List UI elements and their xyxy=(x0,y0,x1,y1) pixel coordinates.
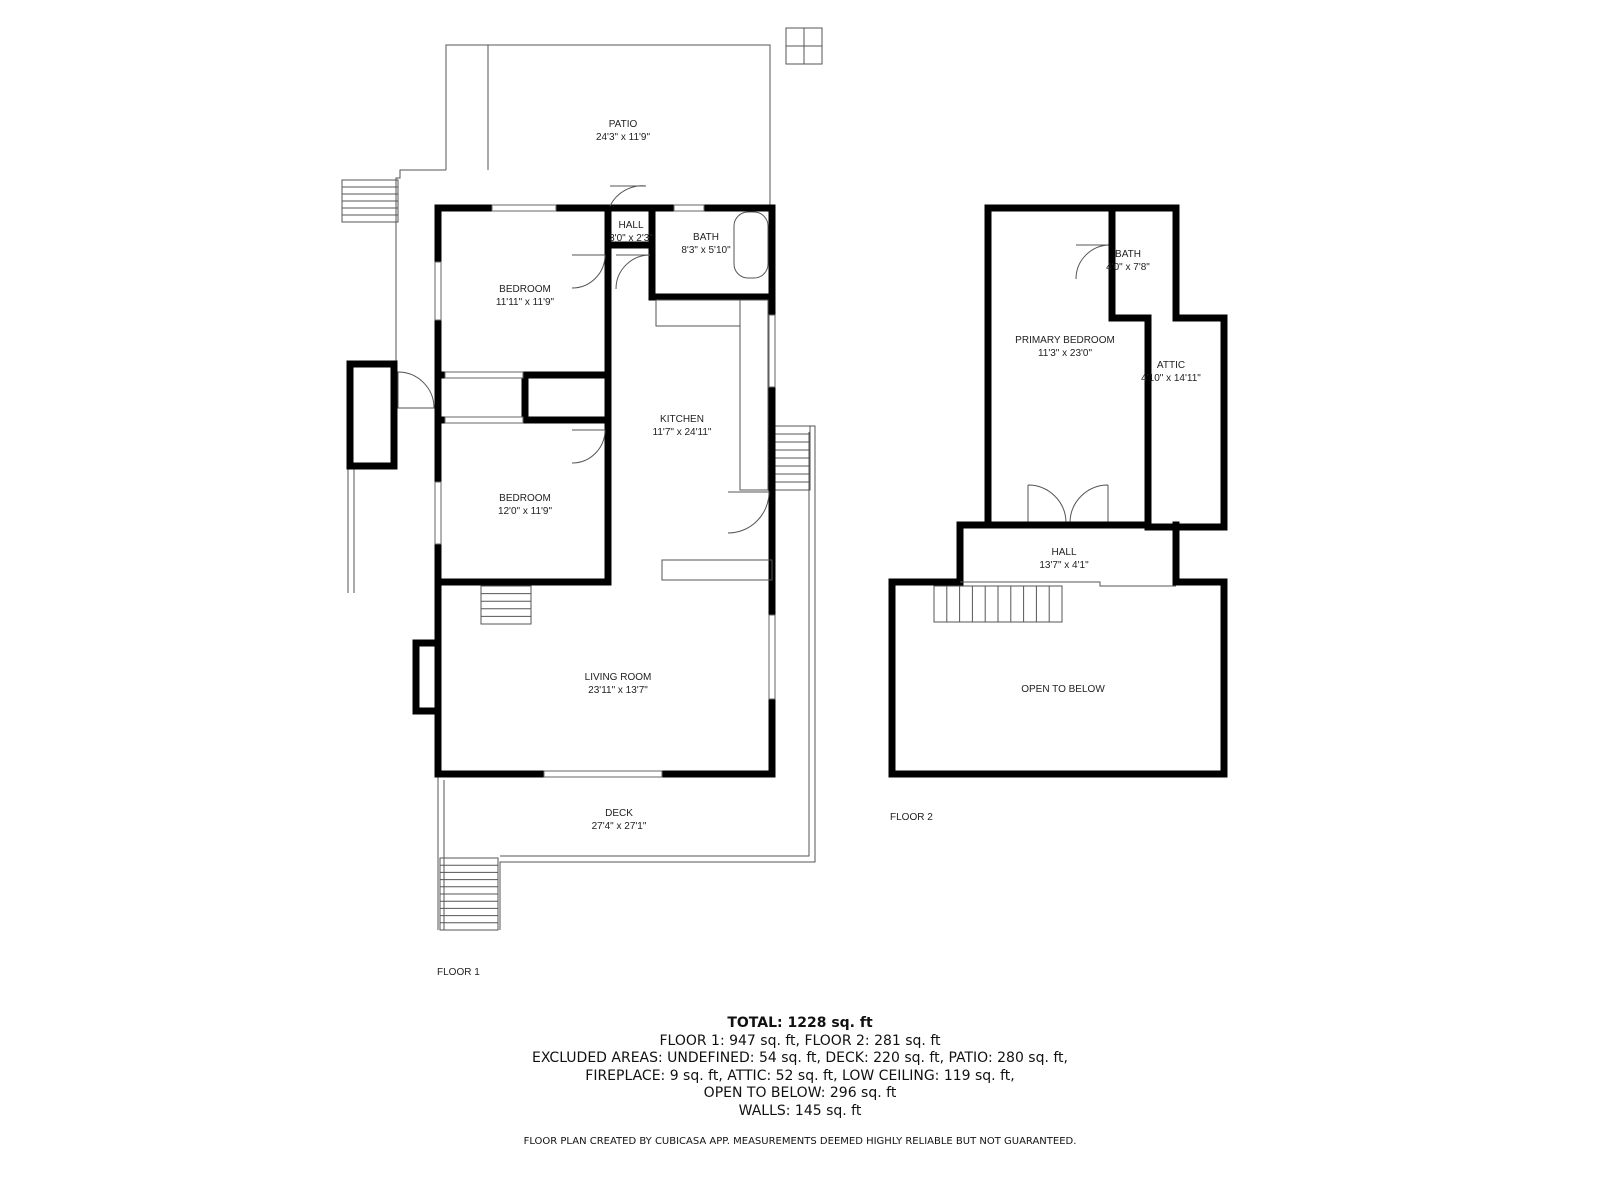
floor2-labels: BATH 4'0" x 7'8" PRIMARY BEDROOM 11'3" x… xyxy=(890,249,1201,823)
disclaimer: FLOOR PLAN CREATED BY CUBICASA APP. MEAS… xyxy=(523,1136,1077,1147)
summary-line: OPEN TO BELOW: 296 sq. ft xyxy=(703,1085,897,1101)
room-name: BEDROOM xyxy=(499,493,551,504)
room-dims: 23'11" x 13'7" xyxy=(588,685,648,696)
room-dims: 12'0" x 11'9" xyxy=(498,506,553,517)
room-name: BATH xyxy=(693,232,719,243)
room-name: ATTIC xyxy=(1157,360,1185,371)
floor-label: FLOOR 1 xyxy=(437,967,480,978)
summary-line: EXCLUDED AREAS: UNDEFINED: 54 sq. ft, DE… xyxy=(532,1050,1068,1066)
total-area: TOTAL: 1228 sq. ft xyxy=(727,1015,873,1031)
floor1-outdoor-outlines xyxy=(347,27,823,930)
fireplace xyxy=(412,639,442,715)
floor-label: FLOOR 2 xyxy=(890,812,933,823)
room-dims: 24'3" x 11'9" xyxy=(596,132,651,143)
room-name: LIVING ROOM xyxy=(585,672,652,683)
floor2-walls xyxy=(888,204,1228,778)
room-name: BATH xyxy=(1115,249,1141,260)
exterior-closet xyxy=(346,360,398,470)
room-name: PRIMARY BEDROOM xyxy=(1015,335,1115,346)
room-dims: 13'7" x 4'1" xyxy=(1039,560,1089,571)
room-dims: 4'10" x 14'11" xyxy=(1141,373,1201,384)
floor1-labels: PATIO 24'3" x 11'9" HALL 3'0" x 2'3" BAT… xyxy=(437,119,731,978)
room-dims: 11'3" x 23'0" xyxy=(1038,348,1093,359)
kitchen-counter xyxy=(739,299,769,491)
door-swings xyxy=(397,185,1111,581)
room-name: OPEN TO BELOW xyxy=(1021,684,1105,695)
room-name: KITCHEN xyxy=(660,414,704,425)
room-dims: 4'0" x 7'8" xyxy=(1106,262,1150,273)
floor1-walls xyxy=(346,204,776,778)
room-name: PATIO xyxy=(609,119,638,130)
summary-line: FLOOR 1: 947 sq. ft, FLOOR 2: 281 sq. ft xyxy=(659,1032,941,1049)
room-name: BEDROOM xyxy=(499,284,551,295)
bathtub xyxy=(733,211,769,279)
room-name: DECK xyxy=(605,808,633,819)
room-dims: 8'3" x 5'10" xyxy=(681,245,731,256)
summary-line: FIREPLACE: 9 sq. ft, ATTIC: 52 sq. ft, L… xyxy=(585,1067,1015,1084)
stairs xyxy=(341,179,1063,931)
summary-line: WALLS: 145 sq. ft xyxy=(738,1102,862,1119)
room-name: HALL xyxy=(618,220,643,231)
room-dims: 11'7" x 24'11" xyxy=(653,427,712,438)
room-name: HALL xyxy=(1051,547,1076,558)
room-dims: 11'11" x 11'9" xyxy=(496,297,555,308)
room-dims: 3'0" x 2'3" xyxy=(609,233,653,244)
area-summary: TOTAL: 1228 sq. ft FLOOR 1: 947 sq. ft, … xyxy=(0,1015,1600,1120)
room-dims: 27'4" x 27'1" xyxy=(592,821,647,832)
